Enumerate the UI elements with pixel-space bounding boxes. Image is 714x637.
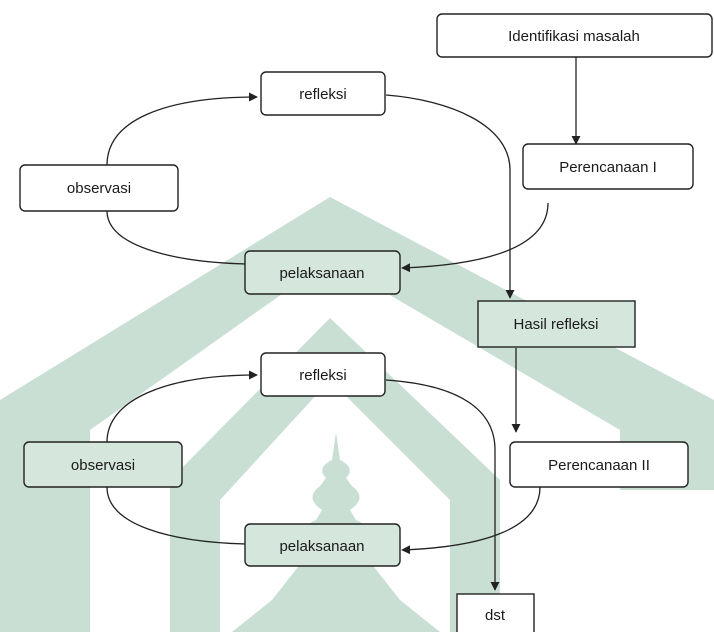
perencanaan-2-label: Perencanaan II [548, 457, 650, 474]
node-perencanaan-1: Perencanaan I [522, 143, 694, 190]
perencanaan-1-label: Perencanaan I [559, 159, 657, 176]
node-pelaksanaan-2: pelaksanaan [244, 523, 401, 567]
arrow-refleksi2-to-dst [385, 379, 500, 591]
arrow-observasi1-to-pelaksanaan1 [106, 210, 247, 265]
node-refleksi-1: refleksi [260, 71, 386, 116]
hasil-refleksi-label: Hasil refleksi [513, 316, 598, 333]
observasi-1-label: observasi [67, 180, 131, 197]
arrow-perencanaan2-to-pelaksanaan2 [401, 486, 541, 555]
watermark-inner-chevron [170, 318, 500, 632]
arrow-observasi2-to-refleksi2 [106, 370, 258, 443]
pelaksanaan-2-label: pelaksanaan [279, 538, 364, 555]
node-observasi-2: observasi [23, 441, 183, 488]
pelaksanaan-1-label: pelaksanaan [279, 265, 364, 282]
node-refleksi-2: refleksi [260, 352, 386, 397]
refleksi-2-label: refleksi [299, 367, 347, 384]
node-observasi-1: observasi [19, 164, 179, 212]
dst-label: dst [485, 607, 506, 624]
node-pelaksanaan-1: pelaksanaan [244, 250, 401, 295]
arrow-perencanaan1-to-pelaksanaan1 [401, 202, 549, 273]
refleksi-1-label: refleksi [299, 86, 347, 103]
observasi-2-label: observasi [71, 457, 135, 474]
arrow-observasi1-to-refleksi1 [106, 92, 258, 166]
node-hasil-refleksi: Hasil refleksi [477, 300, 636, 348]
identifikasi-label: Identifikasi masalah [508, 28, 640, 45]
node-perencanaan-2: Perencanaan II [509, 441, 689, 488]
node-dst: dst [456, 593, 535, 635]
connectors [106, 57, 581, 591]
arrow-observasi2-to-pelaksanaan2 [106, 486, 247, 545]
node-identifikasi: Identifikasi masalah [436, 13, 713, 58]
arrow-refleksi1-to-hasil [385, 94, 515, 299]
